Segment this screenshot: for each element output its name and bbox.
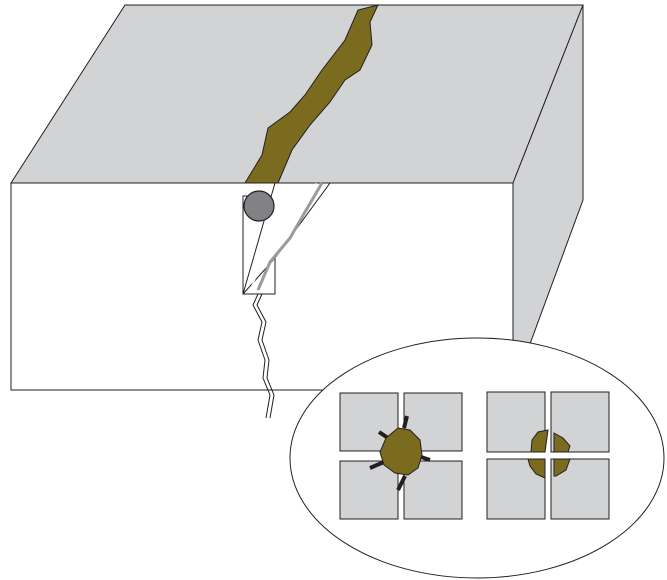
sealant-bead <box>244 4 379 184</box>
crack-spur <box>402 415 409 429</box>
slab-top-face <box>10 4 584 184</box>
crack-spur <box>396 475 407 491</box>
tile-group-left <box>339 392 463 520</box>
tile-group-right <box>486 391 610 520</box>
sealant-blob <box>379 427 423 476</box>
crack-gray-line-2 <box>251 182 317 286</box>
sealant-blob <box>553 432 571 453</box>
crack-line-2 <box>256 293 275 419</box>
backer-rod-circle <box>243 190 275 222</box>
tile <box>339 460 399 520</box>
crack-line <box>252 293 271 419</box>
sealant-blob <box>553 458 571 477</box>
sealant-blob <box>530 429 549 453</box>
sealant-blob <box>527 458 546 479</box>
crack-gray-line-1 <box>256 182 324 291</box>
detail-ellipse <box>289 337 665 579</box>
crack-spur <box>369 460 385 470</box>
